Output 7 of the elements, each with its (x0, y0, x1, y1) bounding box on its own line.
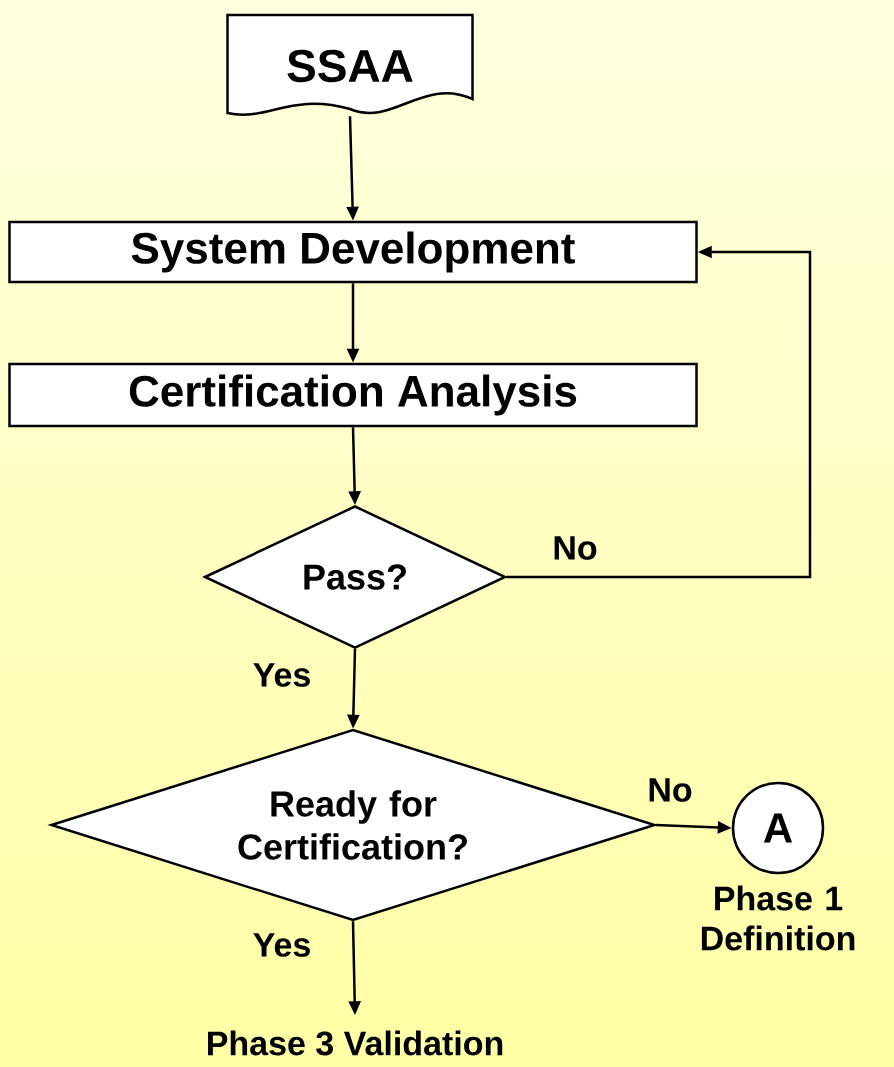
process-box: System Development (8, 220, 698, 284)
edge-label: Yes (253, 933, 310, 957)
process-box: Certification Analysis (8, 362, 698, 428)
edge-label: No (554, 536, 597, 560)
flow-end-label: Phase 3 Validation (208, 1030, 503, 1056)
node-caption: Phase 1 Definition (701, 885, 855, 951)
edge-label: Yes (253, 663, 310, 687)
